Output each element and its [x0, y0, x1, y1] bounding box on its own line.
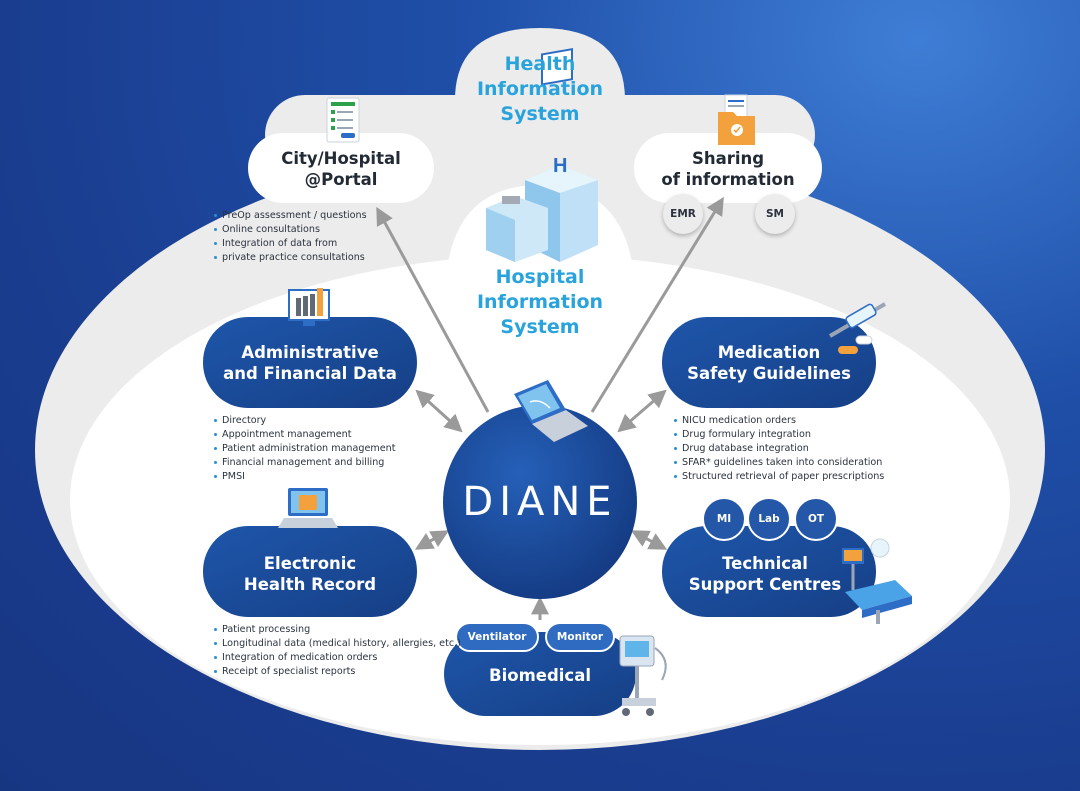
list-item: PreOp assessment / questions [214, 209, 367, 223]
list-item: PMSI [214, 470, 395, 484]
title-line: @Portal [304, 170, 378, 189]
title-line: Support Centres [688, 575, 842, 594]
title-line: Hospital [495, 266, 585, 288]
list-item: private practice consultations [214, 251, 367, 265]
badge-mi[interactable]: MI [716, 513, 732, 525]
laptop-document-icon [278, 488, 338, 528]
title-line: Health Record [243, 575, 377, 594]
list-item: Drug formulary integration [674, 428, 884, 442]
hospital-information-system-title: Hospital Information System [440, 265, 640, 340]
list-item: NICU medication orders [674, 414, 884, 428]
medication-safety-title: Medication Safety Guidelines [662, 342, 876, 384]
syringe-pills-icon [828, 302, 887, 354]
list-item: Integration of medication orders [214, 651, 461, 665]
title-line: and Financial Data [223, 364, 397, 383]
laptop-icon [514, 380, 588, 442]
ehr-bullets: Patient processing Longitudinal data (me… [214, 623, 461, 679]
monitor-tab-shape [545, 622, 615, 652]
title-line: Safety Guidelines [687, 364, 851, 383]
admin-bullets: Directory Appointment management Patient… [214, 414, 395, 484]
list-item: Patient administration management [214, 442, 395, 456]
sharing-title: Sharing of information [634, 148, 822, 190]
title-line: Administrative [241, 343, 379, 362]
connection-arrows [376, 196, 724, 620]
operating-table-icon [842, 538, 912, 624]
badge-ot[interactable]: OT [807, 513, 825, 525]
biomedical-pill[interactable] [444, 632, 636, 716]
ventilator-tab-shape [455, 622, 539, 652]
portal-title: City/Hospital @Portal [248, 148, 434, 190]
list-item: Financial management and billing [214, 456, 395, 470]
form-checklist-icon [326, 97, 360, 143]
svg-text:H: H [553, 155, 567, 177]
title-line: Health [504, 53, 576, 75]
list-item: Longitudinal data (medical history, alle… [214, 637, 461, 651]
diane-hub-circle[interactable] [443, 405, 637, 599]
technical-support-pill[interactable] [662, 526, 876, 617]
monitor-tab[interactable]: Monitor [556, 631, 604, 643]
list-item: Directory [214, 414, 395, 428]
sharing-pill[interactable] [634, 133, 822, 203]
sm-badge[interactable]: SM [755, 194, 795, 234]
title-line: System [500, 103, 580, 125]
medication-bullets: NICU medication orders Drug formulary in… [674, 414, 884, 484]
title-line: System [500, 316, 580, 338]
ehr-pill[interactable] [203, 526, 417, 617]
list-item: SFAR* guidelines taken into consideratio… [674, 456, 884, 470]
hospital-building-icon: H [486, 47, 598, 262]
badge-mi-circle [702, 497, 746, 541]
emr-badge[interactable]: EMR [663, 194, 703, 234]
badge-ot-circle [794, 497, 838, 541]
title-line: Medication [717, 343, 821, 362]
ventilator-tab[interactable]: Ventilator [467, 631, 527, 643]
portal-bullets: PreOp assessment / questions Online cons… [214, 209, 367, 265]
title-line: Sharing [691, 149, 765, 168]
admin-financial-title: Administrative and Financial Data [203, 342, 417, 384]
ehr-title: Electronic Health Record [203, 553, 417, 595]
portal-pill[interactable] [248, 133, 434, 203]
list-item: Patient processing [214, 623, 461, 637]
list-item: Receipt of specialist reports [214, 665, 461, 679]
list-item: Drug database integration [674, 442, 884, 456]
list-item: Online consultations [214, 223, 367, 237]
ventilator-machine-icon [619, 635, 667, 716]
title-line: Information [476, 78, 604, 100]
list-item: Integration of data from [214, 237, 367, 251]
technical-support-title: Technical Support Centres [662, 553, 868, 595]
diane-logo: DIANE [462, 479, 618, 525]
list-item: Structured retrieval of paper prescripti… [674, 470, 884, 484]
badge-lab-circle [747, 497, 791, 541]
biomedical-title: Biomedical [489, 666, 591, 685]
title-line: City/Hospital [281, 149, 401, 168]
medication-safety-pill[interactable] [662, 317, 876, 408]
title-line: Information [476, 291, 604, 313]
admin-financial-pill[interactable] [203, 317, 417, 408]
badge-lab[interactable]: Lab [758, 513, 780, 525]
title-line: Electronic [263, 554, 357, 573]
folder-document-icon [718, 94, 755, 145]
server-rack-icon [288, 288, 330, 326]
list-item: Appointment management [214, 428, 395, 442]
title-line: Technical [722, 554, 808, 573]
title-line: of information [661, 170, 795, 189]
health-information-system-title: Health Information System [440, 52, 640, 127]
